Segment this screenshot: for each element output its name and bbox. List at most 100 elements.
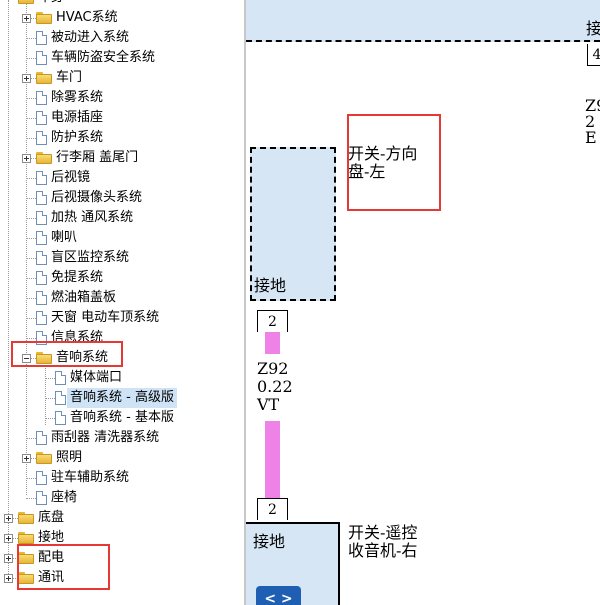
document-icon — [36, 491, 47, 505]
right-connector-pin: 4 — [587, 44, 600, 66]
tree-item[interactable]: HVAC系统 — [36, 8, 118, 28]
folder-icon — [18, 532, 34, 544]
tree-item[interactable]: 通讯 — [18, 568, 64, 588]
tree-connector — [8, 518, 18, 519]
ground-label-1: 接地 — [254, 276, 287, 295]
tree-item-label: 车辆防盗安全系统 — [51, 50, 156, 65]
tree-item-body-partial[interactable]: 车身 — [18, 0, 64, 8]
wire-segment-upper[interactable] — [265, 332, 280, 354]
tree-item-label: 通讯 — [38, 570, 65, 585]
tree-item[interactable]: 喇叭 — [36, 228, 77, 248]
tree-item[interactable]: 车门 — [36, 68, 82, 88]
tree-item-label: 照明 — [56, 450, 83, 465]
tree-item[interactable]: 盲区监控系统 — [36, 248, 129, 268]
document-icon — [36, 331, 47, 345]
tree-item[interactable]: 车辆防盗安全系统 — [36, 48, 155, 68]
tree-item[interactable]: 媒体端口 — [55, 368, 122, 388]
pin-number-bottom: 2 — [257, 498, 288, 520]
expand-icon[interactable] — [22, 74, 31, 83]
wire-code-label: Z92 0.22 VT — [257, 359, 293, 414]
tree-connector — [45, 418, 55, 419]
document-icon — [36, 271, 47, 285]
tree-item-label: 音响系统 — [56, 350, 109, 365]
tree-item-label: 被动进入系统 — [51, 30, 130, 45]
document-icon — [36, 91, 47, 105]
tree-item[interactable]: 免提系统 — [36, 268, 103, 288]
document-icon — [36, 431, 47, 445]
expand-icon[interactable] — [22, 454, 31, 463]
collapse-icon[interactable] — [22, 354, 31, 363]
tree-item-label: 燃油箱盖板 — [51, 290, 117, 305]
expand-icon[interactable] — [22, 14, 31, 23]
tree-item[interactable]: 除雾系统 — [36, 88, 103, 108]
tree-connector — [26, 298, 36, 299]
tree-item[interactable]: 被动进入系统 — [36, 28, 129, 48]
tree-connector — [26, 358, 36, 359]
document-icon — [36, 471, 47, 485]
tree-item-label: 电源插座 — [51, 110, 104, 125]
tree-item[interactable]: 接地 — [18, 528, 64, 548]
document-icon — [55, 411, 66, 425]
tree-item[interactable]: 座椅 — [36, 488, 77, 508]
document-icon — [36, 111, 47, 125]
tree-item-label: 音响系统 - 基本版 — [70, 410, 174, 425]
highlight-box-audio — [11, 341, 123, 367]
tree-connector — [26, 158, 36, 159]
switch-steering-left-label: 开关-方向 盘-左 — [348, 144, 418, 181]
tree-item[interactable]: 音响系统 — [36, 348, 108, 368]
wire-segment-lower[interactable] — [265, 421, 280, 498]
ground-block-1[interactable]: 接地 — [250, 147, 336, 301]
tree-item[interactable]: 音响系统 - 高级版 — [55, 388, 177, 408]
pane-splitter[interactable] — [244, 0, 246, 605]
tree-item-label: 座椅 — [51, 490, 78, 505]
right-wire-code: Z9 2 E — [585, 96, 600, 147]
tree-connector — [26, 338, 36, 339]
tree-item-label: HVAC系统 — [56, 10, 118, 25]
folder-icon — [36, 12, 52, 24]
tree-connector — [26, 18, 36, 19]
tree-item[interactable]: 加热 通风系统 — [36, 208, 133, 228]
top-component-block[interactable]: 接 — [246, 0, 600, 42]
tree-item[interactable]: 音响系统 - 基本版 — [55, 408, 174, 428]
ground-block-2[interactable]: 接地 < > — [246, 522, 340, 605]
tree-item-label: 车门 — [56, 70, 83, 85]
tree-item[interactable]: 防护系统 — [36, 128, 103, 148]
tree-item[interactable]: 燃油箱盖板 — [36, 288, 116, 308]
document-icon — [55, 391, 66, 405]
tree-item[interactable]: 雨刮器 清洗器系统 — [36, 428, 159, 448]
tree-connector — [26, 238, 36, 239]
folder-icon — [36, 352, 52, 364]
folder-icon — [18, 0, 34, 4]
tree-connector — [26, 318, 36, 319]
tree-item-label: 天窗 电动车顶系统 — [51, 310, 160, 325]
tree-connector — [26, 438, 36, 439]
tree-connector — [26, 78, 36, 79]
document-icon — [36, 231, 47, 245]
expand-icon[interactable] — [4, 574, 13, 583]
tree-connector — [26, 58, 36, 59]
tree-item-label: 盲区监控系统 — [51, 250, 130, 265]
tree-item[interactable]: 后视镜 — [36, 168, 90, 188]
tree-guide — [45, 365, 46, 425]
folder-icon — [36, 452, 52, 464]
tree-item-label: 后视摄像头系统 — [51, 190, 143, 205]
tree-guide — [26, 0, 27, 495]
tree-connector — [26, 98, 36, 99]
expand-icon[interactable] — [4, 534, 13, 543]
tree-item[interactable]: 天窗 电动车顶系统 — [36, 308, 159, 328]
tree-item-label: 媒体端口 — [70, 370, 123, 385]
expand-icon[interactable] — [22, 154, 31, 163]
expand-icon[interactable] — [4, 554, 13, 563]
tree-item[interactable]: 底盘 — [18, 508, 64, 528]
tree-connector — [26, 118, 36, 119]
navigation-button[interactable]: < > — [256, 586, 301, 605]
tree-connector — [26, 178, 36, 179]
tree-item[interactable]: 电源插座 — [36, 108, 103, 128]
expand-icon[interactable] — [4, 514, 13, 523]
tree-item[interactable]: 驻车辅助系统 — [36, 468, 129, 488]
tree-connector — [8, 578, 18, 579]
tree-item[interactable]: 后视摄像头系统 — [36, 188, 142, 208]
tree-guide — [8, 0, 9, 580]
tree-item[interactable]: 行李厢 盖尾门 — [36, 148, 138, 168]
tree-item[interactable]: 照明 — [36, 448, 82, 468]
